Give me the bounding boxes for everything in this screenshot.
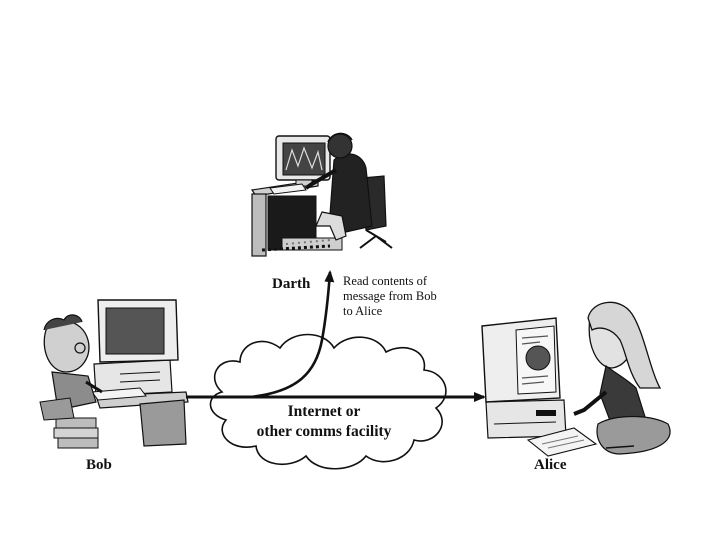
network-cloud [209,333,447,470]
annotation-line: message from Bob [343,289,437,303]
alice-illustration [481,301,671,457]
annotation-line: to Alice [343,304,383,318]
eavesdrop-arrow-to-darth [249,270,335,399]
network-label-line-1: Internet or [288,403,361,420]
bob-illustration [39,299,189,449]
bob-label: Bob [86,457,112,473]
alice-label: Alice [534,457,567,473]
annotation-line: Read contents of [343,274,428,288]
darth-annotation: Read contents of message from Bob to Ali… [343,274,437,318]
darth-illustration [250,132,393,257]
darth-label: Darth [272,276,311,292]
network-label-line-2: other comms facility [257,423,392,440]
